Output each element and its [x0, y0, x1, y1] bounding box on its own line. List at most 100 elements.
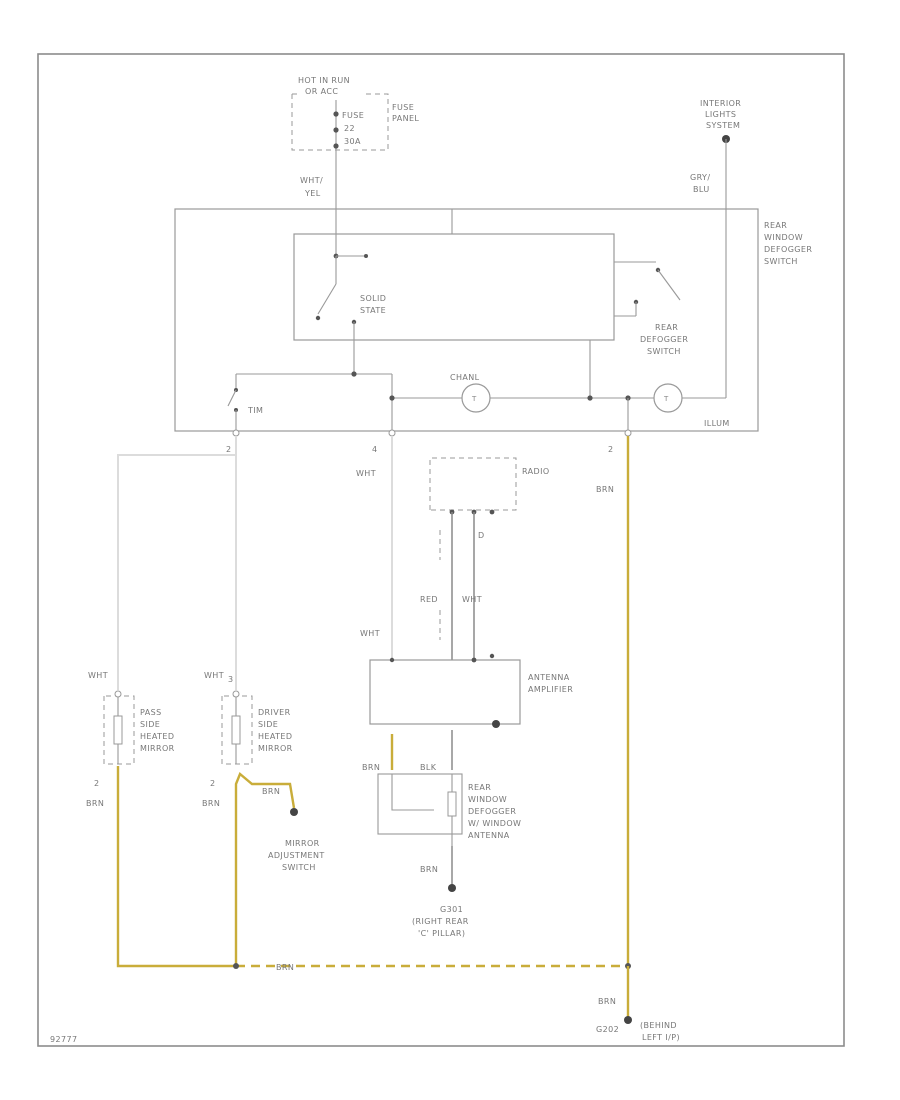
timer-label: TIM: [247, 406, 263, 415]
brn-label-1: BRN: [596, 485, 614, 494]
antenna-amplifier-box: [369, 659, 521, 725]
fuse-node-bot: [333, 143, 339, 149]
terminal-pin-2-right: [624, 429, 632, 437]
interior-lights-label-2: LIGHTS: [705, 110, 736, 119]
gry-blu-label-1: GRY/: [690, 173, 710, 182]
solid-state-module: [293, 233, 615, 341]
rear-defogger-label-2: DEFOGGER: [640, 335, 688, 344]
pass-mirror-label-4: MIRROR: [140, 744, 175, 753]
driver-mirror-housing: [221, 695, 253, 765]
wht-label-4: WHT: [88, 671, 108, 680]
wht-label-2: WHT: [462, 595, 482, 604]
rwd-antenna-label-4: W/ WINDOW: [468, 819, 521, 828]
amp-terminal-power: [389, 657, 395, 663]
g202-ground: [624, 1016, 632, 1024]
fuse-panel: HOT IN RUN OR ACC FUSE PANEL FUSE 22 30A: [291, 76, 419, 151]
pass-mirror-label-2: SIDE: [140, 720, 160, 729]
wht-yel-label-2: YEL: [304, 189, 321, 198]
module-switch-blade: [317, 283, 337, 315]
pin-2b-label: 2: [210, 779, 216, 788]
brn-label-2: BRN: [86, 799, 104, 808]
fuse-number-label: 22: [344, 124, 355, 133]
rwd-antenna-label-3: DEFOGGER: [468, 807, 516, 816]
rear-defogger-switch-blade: [657, 269, 681, 301]
pin-2-left-label: 2: [226, 445, 232, 454]
fuse-node-mid: [333, 127, 339, 133]
fuse-panel-label-1: FUSE: [392, 103, 414, 112]
radio-terminal-aux: [489, 509, 495, 515]
fuse-id-label: FUSE: [342, 111, 364, 120]
defogger-grid-element: [447, 791, 457, 817]
brn-label-3: BRN: [202, 799, 220, 808]
radio-label: RADIO: [522, 467, 550, 476]
pass-mirror-heater-element: [113, 715, 123, 745]
brn-label-4: BRN: [262, 787, 280, 796]
gry-blu-label-2: BLU: [693, 185, 710, 194]
rear-defogger-label-3: SWITCH: [647, 347, 681, 356]
brn-label-6: BRN: [420, 865, 438, 874]
g301-label-3: 'C' PILLAR): [418, 929, 465, 938]
rear-window-defogger-switch: REAR WINDOW DEFOGGER SWITCH SOLID STATE …: [174, 208, 812, 437]
g301-label-2: (RIGHT REAR: [412, 917, 469, 926]
rwd-switch-label-2: WINDOW: [764, 233, 803, 242]
fuse-node-top: [333, 111, 339, 117]
timer-bus-node: [351, 371, 357, 377]
pass-mirror-label-1: PASS: [140, 708, 162, 717]
mirror-adj-label-1: MIRROR: [285, 839, 320, 848]
driver-mirror-heater-element: [231, 715, 241, 745]
wht-label-1: WHT: [356, 469, 376, 478]
mirror-adjustment-connector: [290, 808, 298, 816]
wht-label-3: WHT: [360, 629, 380, 638]
mirror-adj-label-2: ADJUSTMENT: [268, 851, 325, 860]
driver-mirror-label-2: SIDE: [258, 720, 278, 729]
mirror-adj-label-3: SWITCH: [282, 863, 316, 872]
defogger-antenna-box: [377, 773, 463, 835]
solid-state-label-1: SOLID: [360, 294, 386, 303]
pin-2-right-label: 2: [608, 445, 614, 454]
pass-mirror-housing: [103, 695, 135, 765]
solid-state-label-2: STATE: [360, 306, 386, 315]
rwd-antenna-label-1: REAR: [468, 783, 491, 792]
terminal-pin-4: [388, 429, 396, 437]
brn-label-5: BRN: [362, 763, 380, 772]
timer-switch-blade: [227, 389, 237, 407]
channel-label: CHANL: [450, 373, 480, 382]
brn-label-8: BRN: [598, 997, 616, 1006]
lamp-bus-mid-node: [587, 395, 593, 401]
rwd-switch-label-4: SWITCH: [764, 257, 798, 266]
blk-label: BLK: [420, 763, 437, 772]
amp-terminal-aux: [489, 653, 495, 659]
rwd-antenna-label-2: WINDOW: [468, 795, 507, 804]
red-label: RED: [420, 595, 438, 604]
module-node-1-end: [364, 254, 368, 258]
interior-lights-label-1: INTERIOR: [700, 99, 741, 108]
fuse-panel-box: [291, 93, 389, 151]
diagram-border: [37, 53, 845, 1047]
driver-mirror-label-1: DRIVER: [258, 708, 291, 717]
pass-side-heated-mirror: PASS SIDE HEATED MIRROR: [103, 690, 175, 765]
driver-side-heated-mirror: DRIVER SIDE HEATED MIRROR: [221, 690, 292, 765]
brn-label-7: BRN: [276, 963, 294, 972]
terminal-pin-2-left: [232, 429, 240, 437]
defogger-switch-housing: [174, 208, 759, 432]
antenna-amplifier: ANTENNA AMPLIFIER: [369, 653, 573, 728]
channel-lamp-glyph: T: [471, 395, 477, 403]
pass-mirror-feed-wire: [117, 436, 237, 690]
driver-mirror-label-3: HEATED: [258, 732, 292, 741]
module-switch-contact: [315, 315, 321, 321]
illum-lamp-glyph: T: [663, 395, 669, 403]
antenna-amp-label-2: AMPLIFIER: [528, 685, 573, 694]
behind-label-1: (BEHIND: [640, 1021, 677, 1030]
g202-label: G202: [596, 1025, 619, 1034]
amp-terminal-signal: [471, 657, 477, 663]
rwd-switch-label-3: DEFOGGER: [764, 245, 812, 254]
driver-mirror-terminal-top: [232, 690, 240, 698]
figure-id: 92777: [50, 1035, 77, 1044]
pass-mirror-terminal-top: [114, 690, 122, 698]
rear-defogger-label-1: REAR: [655, 323, 678, 332]
g301-label-1: G301: [440, 905, 463, 914]
interior-lights-system: INTERIOR LIGHTS SYSTEM GRY/ BLU: [690, 99, 741, 210]
pin-2a-label: 2: [94, 779, 100, 788]
antenna-amp-label-1: ANTENNA: [528, 673, 570, 682]
